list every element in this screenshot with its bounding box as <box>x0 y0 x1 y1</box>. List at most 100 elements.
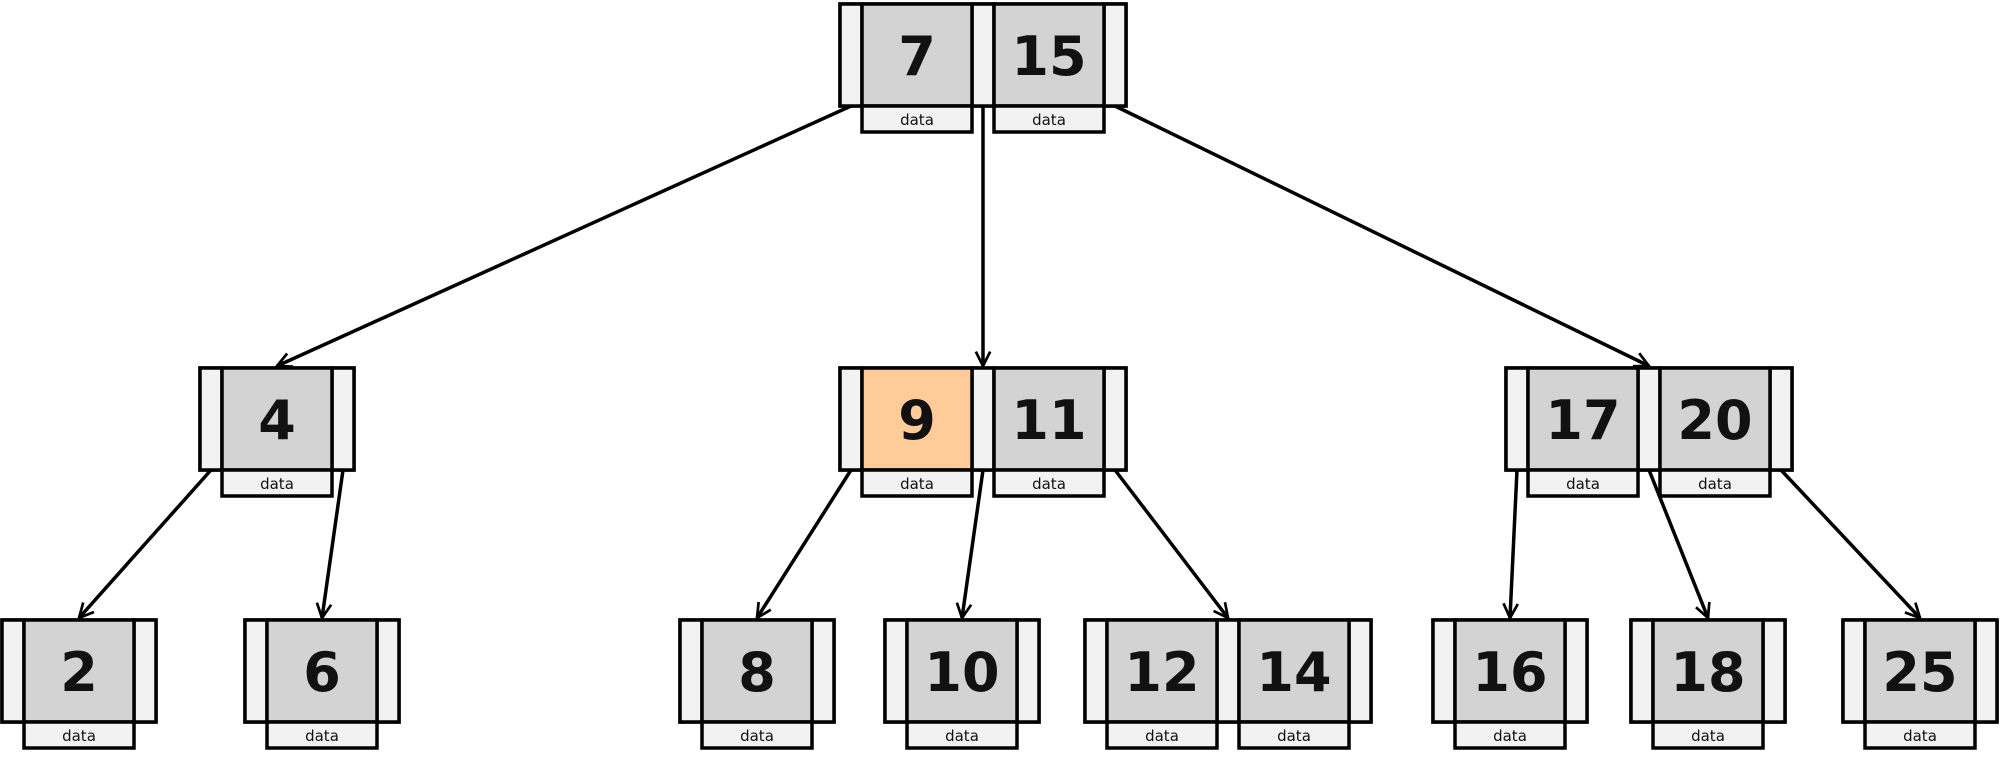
data-label: data <box>1566 475 1600 493</box>
pointer-slot <box>883 618 909 724</box>
pointer-slot <box>810 618 836 724</box>
key-label: 11 <box>1011 389 1086 452</box>
key-label: 15 <box>1011 25 1086 88</box>
edge-arrow <box>1510 469 1517 618</box>
btree-node: 10 data <box>883 618 1041 750</box>
data-label: data <box>1691 727 1725 745</box>
edge-arrow <box>79 468 213 618</box>
btree-node: 17 data 20 data <box>1504 366 1794 498</box>
data-label: data <box>740 727 774 745</box>
pointer-slot <box>1841 618 1867 724</box>
edge-arrow <box>962 469 985 618</box>
key-label: 16 <box>1472 641 1547 704</box>
data-box <box>1651 720 1765 750</box>
edge-arrow <box>277 104 852 366</box>
pointer-slot <box>1768 366 1794 472</box>
key-label: 18 <box>1670 641 1745 704</box>
pointer-slot <box>1102 366 1128 472</box>
data-box <box>992 468 1106 498</box>
data-box <box>1658 468 1772 498</box>
key-cell <box>1658 366 1772 472</box>
data-box <box>700 720 814 750</box>
key-cell <box>220 366 334 472</box>
edge-arrow <box>322 469 345 618</box>
data-box <box>992 104 1106 134</box>
pointer-slot <box>1761 618 1787 724</box>
pointer-slot <box>838 2 864 108</box>
data-label: data <box>1277 727 1311 745</box>
key-label: 20 <box>1677 389 1752 452</box>
pointer-slot <box>970 2 996 108</box>
pointer-slot <box>243 618 269 724</box>
pointer-slot <box>1636 366 1662 472</box>
edge-arrow <box>1113 468 1228 618</box>
edge-arrow <box>1779 468 1920 618</box>
key-cell <box>1237 618 1351 724</box>
data-box <box>860 468 974 498</box>
data-label: data <box>1032 111 1066 129</box>
data-box <box>1105 720 1219 750</box>
key-label: 10 <box>924 641 999 704</box>
data-label: data <box>305 727 339 745</box>
data-box <box>1237 720 1351 750</box>
edge-arrow <box>1114 104 1649 368</box>
key-cell <box>22 618 136 724</box>
pointer-slot <box>330 366 356 472</box>
key-label: 6 <box>303 641 341 704</box>
data-label: data <box>1493 727 1527 745</box>
key-label: 4 <box>258 389 296 452</box>
data-box <box>905 720 1019 750</box>
key-label: 14 <box>1256 641 1331 704</box>
key-label: 2 <box>60 641 98 704</box>
key-cell <box>1526 366 1640 472</box>
data-label: data <box>900 475 934 493</box>
pointer-slot <box>970 366 996 472</box>
key-cell <box>992 366 1106 472</box>
data-label: data <box>1698 475 1732 493</box>
data-box <box>1526 468 1640 498</box>
pointer-slot <box>1629 618 1655 724</box>
pointer-slot <box>375 618 401 724</box>
pointer-slot <box>1215 618 1241 724</box>
key-cell <box>905 618 1019 724</box>
data-box <box>220 468 334 498</box>
pointer-slot <box>1102 2 1128 108</box>
edges-layer <box>79 104 1920 618</box>
pointer-slot <box>1015 618 1041 724</box>
data-label: data <box>1032 475 1066 493</box>
key-cell <box>1863 618 1977 724</box>
data-label: data <box>260 475 294 493</box>
key-label: 17 <box>1545 389 1620 452</box>
pointer-slot <box>132 618 158 724</box>
btree-node: 9 data 11 data <box>838 366 1128 498</box>
pointer-slot <box>1431 618 1457 724</box>
key-cell <box>1651 618 1765 724</box>
key-label: 12 <box>1124 641 1199 704</box>
key-label: 9 <box>898 389 936 452</box>
pointer-slot <box>0 618 26 724</box>
edge-arrow <box>757 469 853 618</box>
key-cell <box>265 618 379 724</box>
pointer-slot <box>678 618 704 724</box>
btree-node: 8 data <box>678 618 836 750</box>
key-label: 8 <box>738 641 776 704</box>
btree-node: 2 data <box>0 618 158 750</box>
btree-node: 6 data <box>243 618 401 750</box>
key-cell <box>1453 618 1567 724</box>
pointer-slot <box>838 366 864 472</box>
key-label: 25 <box>1882 641 1957 704</box>
data-box <box>22 720 136 750</box>
data-label: data <box>945 727 979 745</box>
btree-node: 4 data <box>198 366 356 498</box>
pointer-slot <box>1347 618 1373 724</box>
key-cell <box>1105 618 1219 724</box>
key-label: 7 <box>898 25 936 88</box>
data-label: data <box>62 727 96 745</box>
btree-node: 16 data <box>1431 618 1589 750</box>
